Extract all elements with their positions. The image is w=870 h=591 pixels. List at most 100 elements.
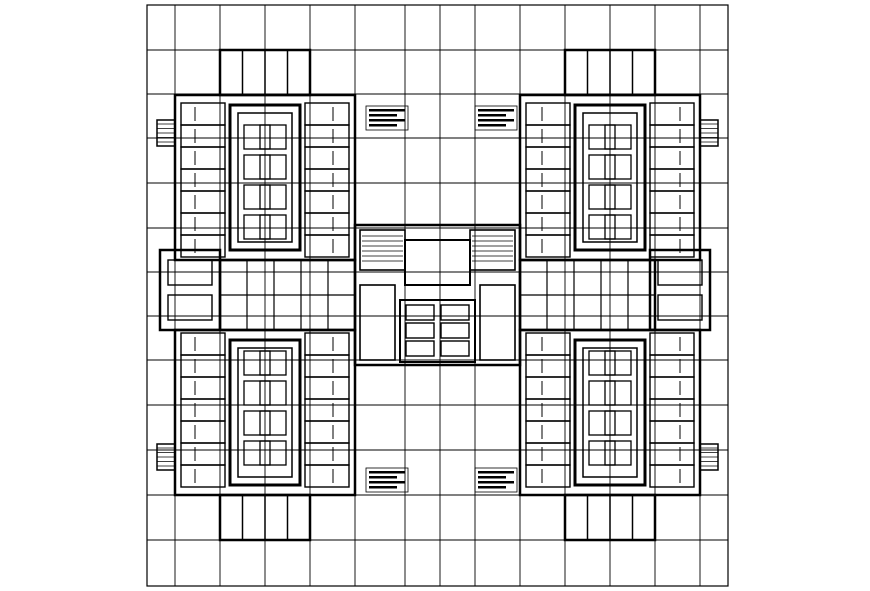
guest-room-west	[649, 354, 695, 378]
guest-room-west	[649, 332, 695, 356]
service-room	[588, 410, 616, 436]
guest-room-east	[304, 332, 350, 356]
guest-room-west	[180, 464, 226, 488]
guest-room-west	[180, 212, 226, 236]
guest-room-east	[304, 420, 350, 444]
service-room	[259, 380, 287, 406]
guest-room-east	[525, 420, 571, 444]
service-room	[259, 184, 287, 210]
service-room	[243, 380, 271, 406]
wing-top-left	[156, 48, 357, 262]
service-room	[259, 410, 287, 436]
service-room	[588, 440, 616, 466]
note-frame	[474, 467, 518, 493]
service-room	[259, 124, 287, 150]
courtyard-ring	[228, 338, 302, 487]
guest-room-east	[525, 124, 571, 148]
note-text-line	[369, 119, 405, 122]
service-room	[604, 350, 632, 376]
guest-room-west	[180, 354, 226, 378]
guest-room-west	[649, 420, 695, 444]
service-room	[243, 214, 271, 240]
service-room	[604, 184, 632, 210]
elevator-car	[405, 304, 435, 321]
service-room	[259, 154, 287, 180]
wing-bottom-right	[518, 328, 719, 542]
elevator-car	[440, 322, 470, 339]
waist-block	[518, 258, 657, 332]
guest-room-east	[525, 376, 571, 400]
core-lobby	[404, 239, 471, 286]
lobby-room	[657, 294, 703, 321]
guest-room-east	[525, 354, 571, 378]
note-blocks	[365, 105, 518, 493]
guest-room-west	[180, 332, 226, 356]
guest-room-west	[649, 102, 695, 126]
courtyard-ring	[228, 103, 302, 252]
guest-room-east	[304, 464, 350, 488]
service-room	[259, 350, 287, 376]
service-room	[604, 380, 632, 406]
guest-room-east	[525, 464, 571, 488]
note-text-line	[369, 124, 397, 127]
guest-room-east	[304, 124, 350, 148]
note-text-line	[478, 114, 506, 117]
lobby-room	[657, 259, 703, 286]
note-frame	[365, 105, 409, 131]
guest-room-east	[525, 102, 571, 126]
guest-room-east	[304, 354, 350, 378]
lobby-outline	[648, 248, 712, 332]
courtyard-inner	[237, 347, 293, 478]
guest-room-west	[180, 146, 226, 170]
guest-room-east	[525, 442, 571, 466]
guest-room-west	[649, 124, 695, 148]
guest-room-east	[304, 442, 350, 466]
service-room	[604, 410, 632, 436]
guest-room-east	[304, 376, 350, 400]
service-room	[588, 214, 616, 240]
guest-room-west	[180, 124, 226, 148]
service-room	[588, 350, 616, 376]
guest-room-west	[649, 398, 695, 422]
guest-room-west	[180, 420, 226, 444]
note-block	[474, 467, 518, 493]
guest-room-east	[304, 102, 350, 126]
service-room	[243, 184, 271, 210]
grid-border	[146, 4, 729, 587]
elevator-bank	[399, 299, 476, 363]
note-text-line	[478, 124, 506, 127]
guest-room-east	[304, 398, 350, 422]
note-text-line	[478, 109, 514, 112]
guest-room-west	[649, 190, 695, 214]
core-outline	[353, 223, 522, 367]
guest-room-west	[649, 212, 695, 236]
lobby-room	[167, 294, 213, 321]
note-text-line	[369, 481, 405, 484]
note-block	[365, 105, 409, 131]
note-block	[365, 467, 409, 493]
service-room	[588, 124, 616, 150]
service-room	[259, 440, 287, 466]
guest-room-west	[180, 190, 226, 214]
building-wings	[156, 48, 719, 542]
note-text-line	[369, 114, 397, 117]
guest-room-east	[525, 212, 571, 236]
note-text-line	[478, 486, 506, 489]
service-room	[604, 214, 632, 240]
guest-room-east	[525, 332, 571, 356]
core-service-left	[359, 284, 396, 361]
courtyard-inner	[582, 112, 638, 243]
note-block	[474, 105, 518, 131]
service-room	[259, 214, 287, 240]
guest-room-east	[525, 168, 571, 192]
guest-room-west	[649, 168, 695, 192]
note-text-line	[369, 486, 397, 489]
courtyard-ring	[573, 338, 647, 487]
courtyard-ring	[573, 103, 647, 252]
guest-room-east	[304, 168, 350, 192]
note-text-line	[369, 476, 397, 479]
service-room	[243, 440, 271, 466]
guest-room-west	[649, 376, 695, 400]
guest-room-west	[180, 168, 226, 192]
